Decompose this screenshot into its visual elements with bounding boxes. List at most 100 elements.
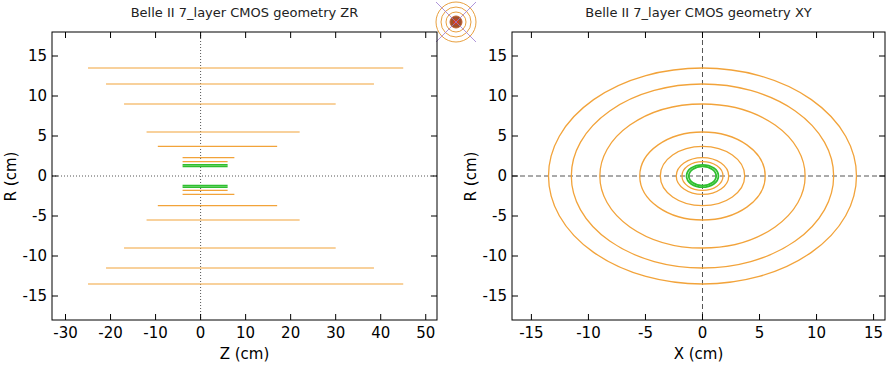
tick-mark [52, 256, 58, 257]
tick-mark [645, 32, 646, 38]
tick-mark [425, 314, 426, 320]
tick-mark [512, 216, 518, 217]
tick-label: 0 [196, 326, 206, 341]
detector-ring [689, 166, 716, 185]
tick-mark [425, 32, 426, 38]
plot-frame [52, 32, 437, 320]
detector-ring [571, 84, 833, 268]
plot-title: Belle II 7_layer CMOS geometry ZR [131, 6, 359, 19]
tick-mark [65, 32, 66, 38]
tick-label: 10 [28, 89, 47, 104]
tick-mark [759, 32, 760, 38]
tick-mark [512, 296, 518, 297]
detector-layer [147, 219, 300, 220]
detector-layer [183, 194, 235, 195]
tick-label: -5 [32, 209, 47, 224]
tick-label: 0 [698, 326, 708, 341]
tick-mark [873, 314, 874, 320]
zero-line [200, 32, 201, 320]
axis-title: R (cm) [5, 151, 20, 201]
tick-label: 5 [37, 129, 47, 144]
tick-mark [52, 216, 58, 217]
detector-layer [124, 103, 336, 104]
tick-mark [380, 32, 381, 38]
plot-frame [512, 32, 885, 320]
tick-mark [879, 96, 885, 97]
tick-mark [702, 32, 703, 38]
detector-layer [183, 157, 235, 158]
tick-mark [816, 314, 817, 320]
tick-label: 5 [755, 326, 765, 341]
tick-label: -20 [98, 326, 123, 341]
tick-mark [52, 136, 58, 137]
tick-mark [531, 32, 532, 38]
tick-mark [65, 314, 66, 320]
tick-label: -10 [143, 326, 168, 341]
tick-mark [335, 32, 336, 38]
tick-mark [245, 32, 246, 38]
tick-label: 30 [326, 326, 345, 341]
tick-label: 10 [488, 89, 507, 104]
detector-layer [88, 283, 403, 284]
tick-mark [290, 32, 291, 38]
tick-mark [335, 314, 336, 320]
tick-label: 20 [281, 326, 300, 341]
detector-ring [660, 146, 744, 205]
tick-label: 10 [236, 326, 255, 341]
detector-layer [147, 131, 300, 132]
detector-ring [549, 68, 857, 284]
tick-mark [879, 296, 885, 297]
tick-mark [512, 256, 518, 257]
tick-label: 5 [497, 129, 507, 144]
tick-label: 50 [416, 326, 435, 341]
tick-mark [380, 314, 381, 320]
tick-label: -10 [576, 326, 601, 341]
tick-mark [873, 32, 874, 38]
tick-label: 10 [807, 326, 826, 341]
tick-label: -15 [483, 289, 508, 304]
tick-label: -10 [483, 249, 508, 264]
tick-mark [431, 96, 437, 97]
tick-label: -15 [23, 289, 48, 304]
tick-mark [588, 314, 589, 320]
tick-mark [431, 136, 437, 137]
tick-mark [531, 314, 532, 320]
tick-label: -5 [492, 209, 507, 224]
tick-mark [645, 314, 646, 320]
tick-mark [816, 32, 817, 38]
tick-mark [200, 314, 201, 320]
detector-layer [158, 146, 277, 147]
detector-layer [106, 267, 374, 268]
detector-layer [183, 186, 228, 188]
tick-mark [702, 314, 703, 320]
tick-label: -15 [519, 326, 544, 341]
tick-mark [759, 314, 760, 320]
tick-mark [512, 176, 518, 177]
tick-mark [512, 96, 518, 97]
tick-mark [155, 314, 156, 320]
logo-inset [436, 2, 476, 42]
tick-label: 0 [497, 169, 507, 184]
tick-mark [110, 314, 111, 320]
detector-ring [640, 132, 765, 220]
tick-mark [879, 136, 885, 137]
tick-label: -10 [23, 249, 48, 264]
tick-label: 15 [488, 49, 507, 64]
tick-mark [52, 296, 58, 297]
detector-layer [158, 205, 277, 206]
tick-mark [245, 314, 246, 320]
detector-layer [183, 190, 228, 191]
tick-mark [879, 176, 885, 177]
tick-mark [431, 256, 437, 257]
tick-label: -30 [53, 326, 78, 341]
tick-mark [512, 56, 518, 57]
detector-layer [183, 185, 228, 187]
tick-label: 40 [371, 326, 390, 341]
tick-mark [588, 32, 589, 38]
detector-layer [88, 67, 403, 68]
detector-ring [676, 158, 728, 195]
tick-mark [879, 56, 885, 57]
tick-mark [52, 56, 58, 57]
tick-mark [52, 96, 58, 97]
tick-mark [290, 314, 291, 320]
